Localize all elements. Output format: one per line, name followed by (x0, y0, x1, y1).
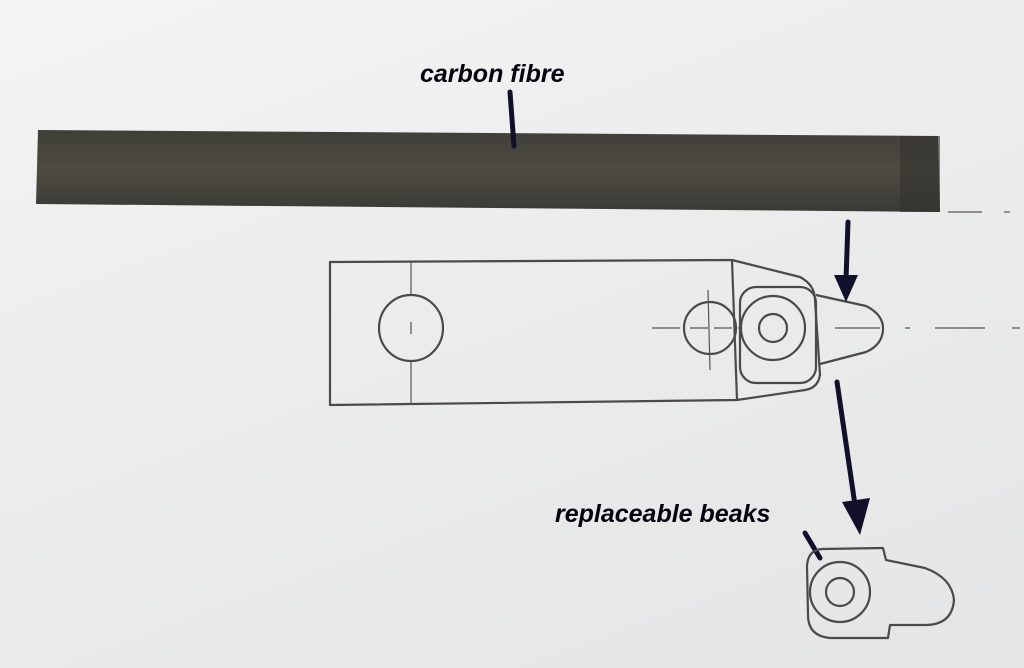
arrow-down-2 (834, 379, 870, 535)
centerline (652, 211, 1020, 329)
carbon-fibre-label: carbon fibre (420, 60, 565, 88)
replaceable-beaks-label: replaceable beaks (555, 500, 771, 528)
holder-drawing (328, 258, 885, 407)
beaks-leader (802, 530, 823, 561)
arrow-down-1 (834, 219, 858, 302)
carbon-fibre-bar (36, 130, 940, 212)
carbon-fibre-leader (507, 89, 517, 149)
beak-part-drawing (805, 546, 956, 640)
